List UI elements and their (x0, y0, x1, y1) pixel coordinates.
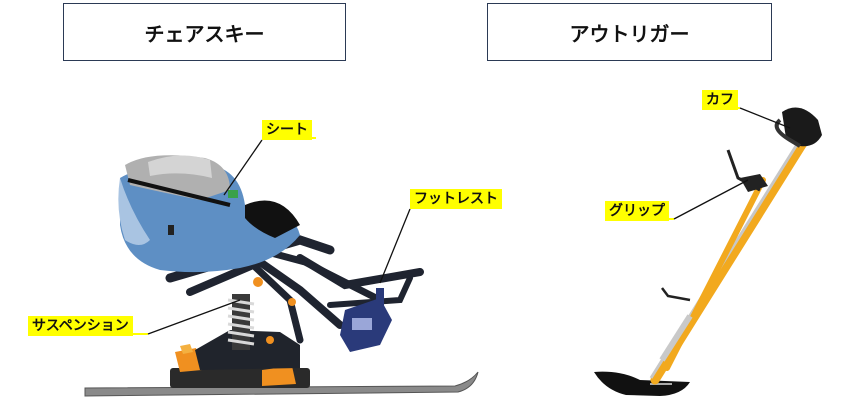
ski-binding (170, 344, 310, 388)
ski (84, 371, 479, 397)
outrigger-cuff (774, 107, 822, 148)
suspension-label: サスペンション (28, 316, 133, 336)
outrigger-pole (649, 135, 810, 385)
grip-label: グリップ (605, 201, 669, 221)
outrigger-ski (594, 371, 690, 396)
footrest (340, 288, 392, 352)
cuff-label: カフ (702, 90, 738, 110)
seat (118, 155, 300, 273)
suspension-spring (227, 294, 255, 350)
seat-label: シート (262, 120, 312, 140)
chair-ski-title: チェアスキー (63, 3, 346, 61)
outrigger-illustration (594, 107, 822, 396)
frame-accents (253, 277, 296, 344)
outrigger-grip (740, 174, 768, 192)
chair-ski-illustration (84, 155, 479, 397)
outrigger-title: アウトリガー (487, 3, 772, 61)
footrest-label: フットレスト (410, 189, 502, 209)
